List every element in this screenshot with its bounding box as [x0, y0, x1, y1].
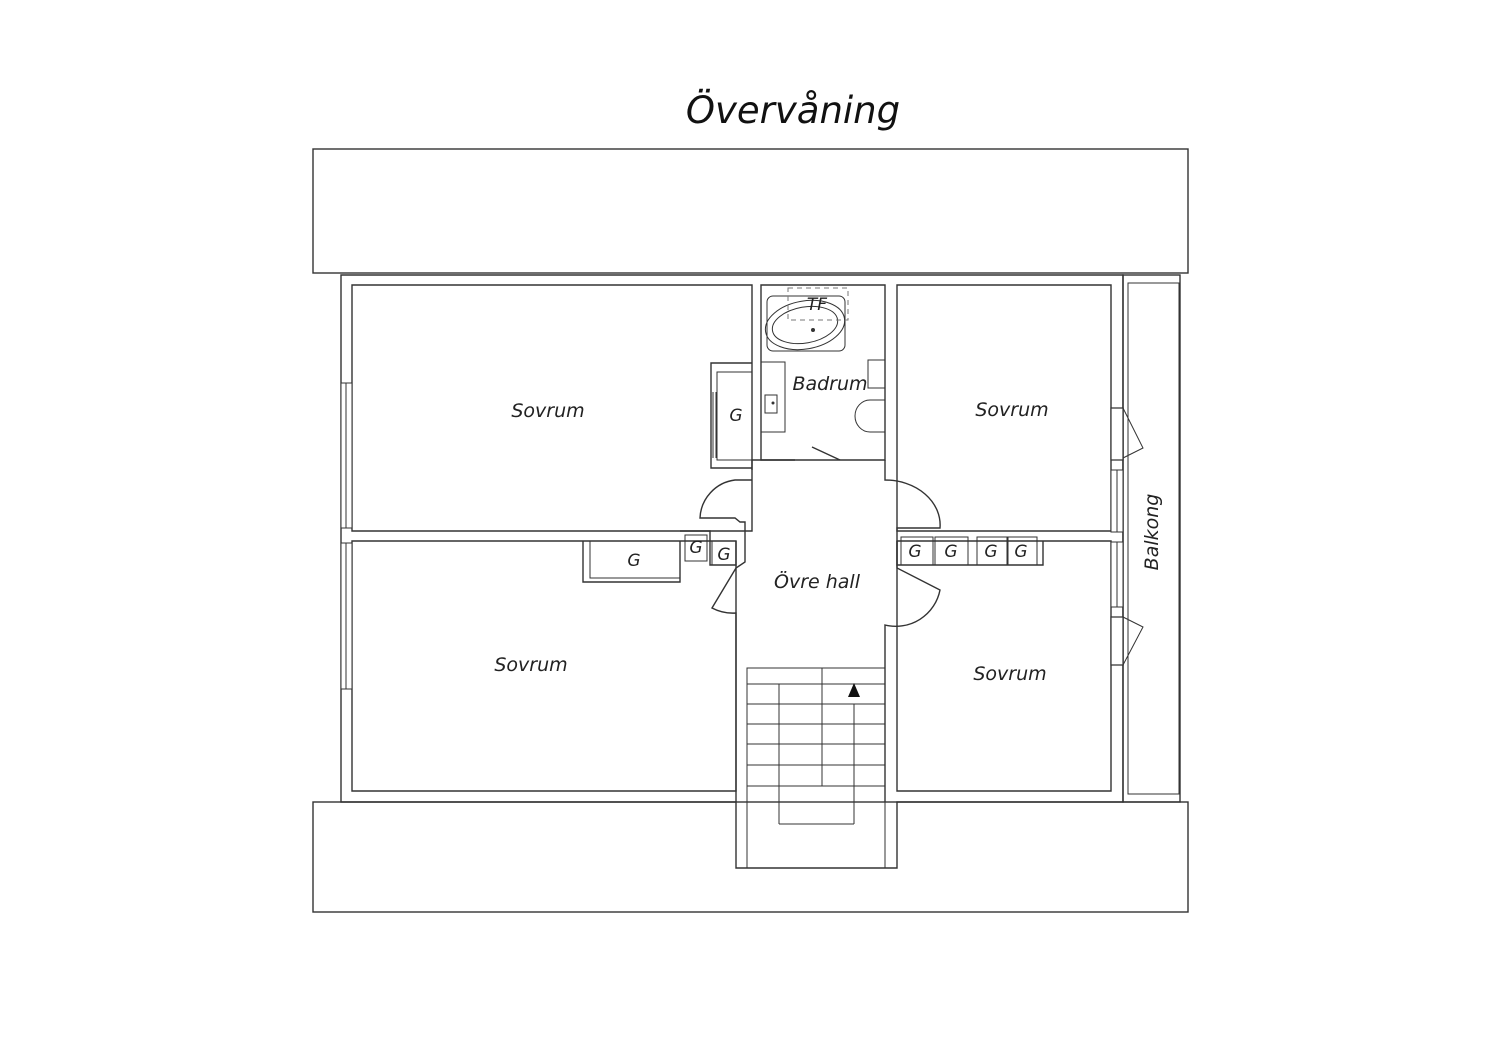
wardrobe-label: G [627, 551, 640, 571]
toilet-icon [854, 399, 885, 433]
staircase [746, 667, 886, 869]
wardrobe-bottom-left [582, 530, 737, 583]
balcony-door-top[interactable] [1110, 407, 1124, 461]
room-label-sovrum-top-right: Sovrum [975, 399, 1048, 421]
wardrobe-label: G [729, 406, 742, 426]
wardrobes-right [896, 536, 1044, 566]
room-label-badrum: Badrum [792, 373, 867, 395]
wardrobe-label: G [944, 542, 957, 562]
exterior-walls [340, 274, 1124, 869]
bathtub-icon [764, 299, 846, 351]
wardrobe-label: G [689, 538, 702, 558]
stair-direction-arrow-icon [848, 683, 860, 697]
room-label-sovrum-bottom-left: Sovrum [494, 654, 567, 676]
plan-title: Övervåning [686, 89, 900, 132]
balcony [1122, 274, 1181, 803]
wardrobe-top-left [710, 362, 753, 469]
roof-top [312, 148, 1189, 274]
room-label-sovrum-bottom-right: Sovrum [973, 663, 1046, 685]
room-label-sovrum-top-left: Sovrum [511, 400, 584, 422]
balcony-door-bottom[interactable] [1110, 616, 1124, 666]
wardrobe-label: G [908, 542, 921, 562]
wardrobe-label: G [1014, 542, 1027, 562]
room-label-balkong: Balkong [1141, 494, 1163, 571]
room-label-ovre-hall: Övre hall [774, 570, 861, 593]
sink-counter-icon [760, 361, 786, 433]
bathroom-fixtures [760, 287, 886, 461]
roof-bottom [312, 801, 1189, 913]
hall-doors[interactable] [699, 446, 941, 802]
wardrobe-label: G [984, 542, 997, 562]
bathtub-label: TF [807, 295, 827, 315]
wardrobe-label: G [717, 545, 730, 565]
